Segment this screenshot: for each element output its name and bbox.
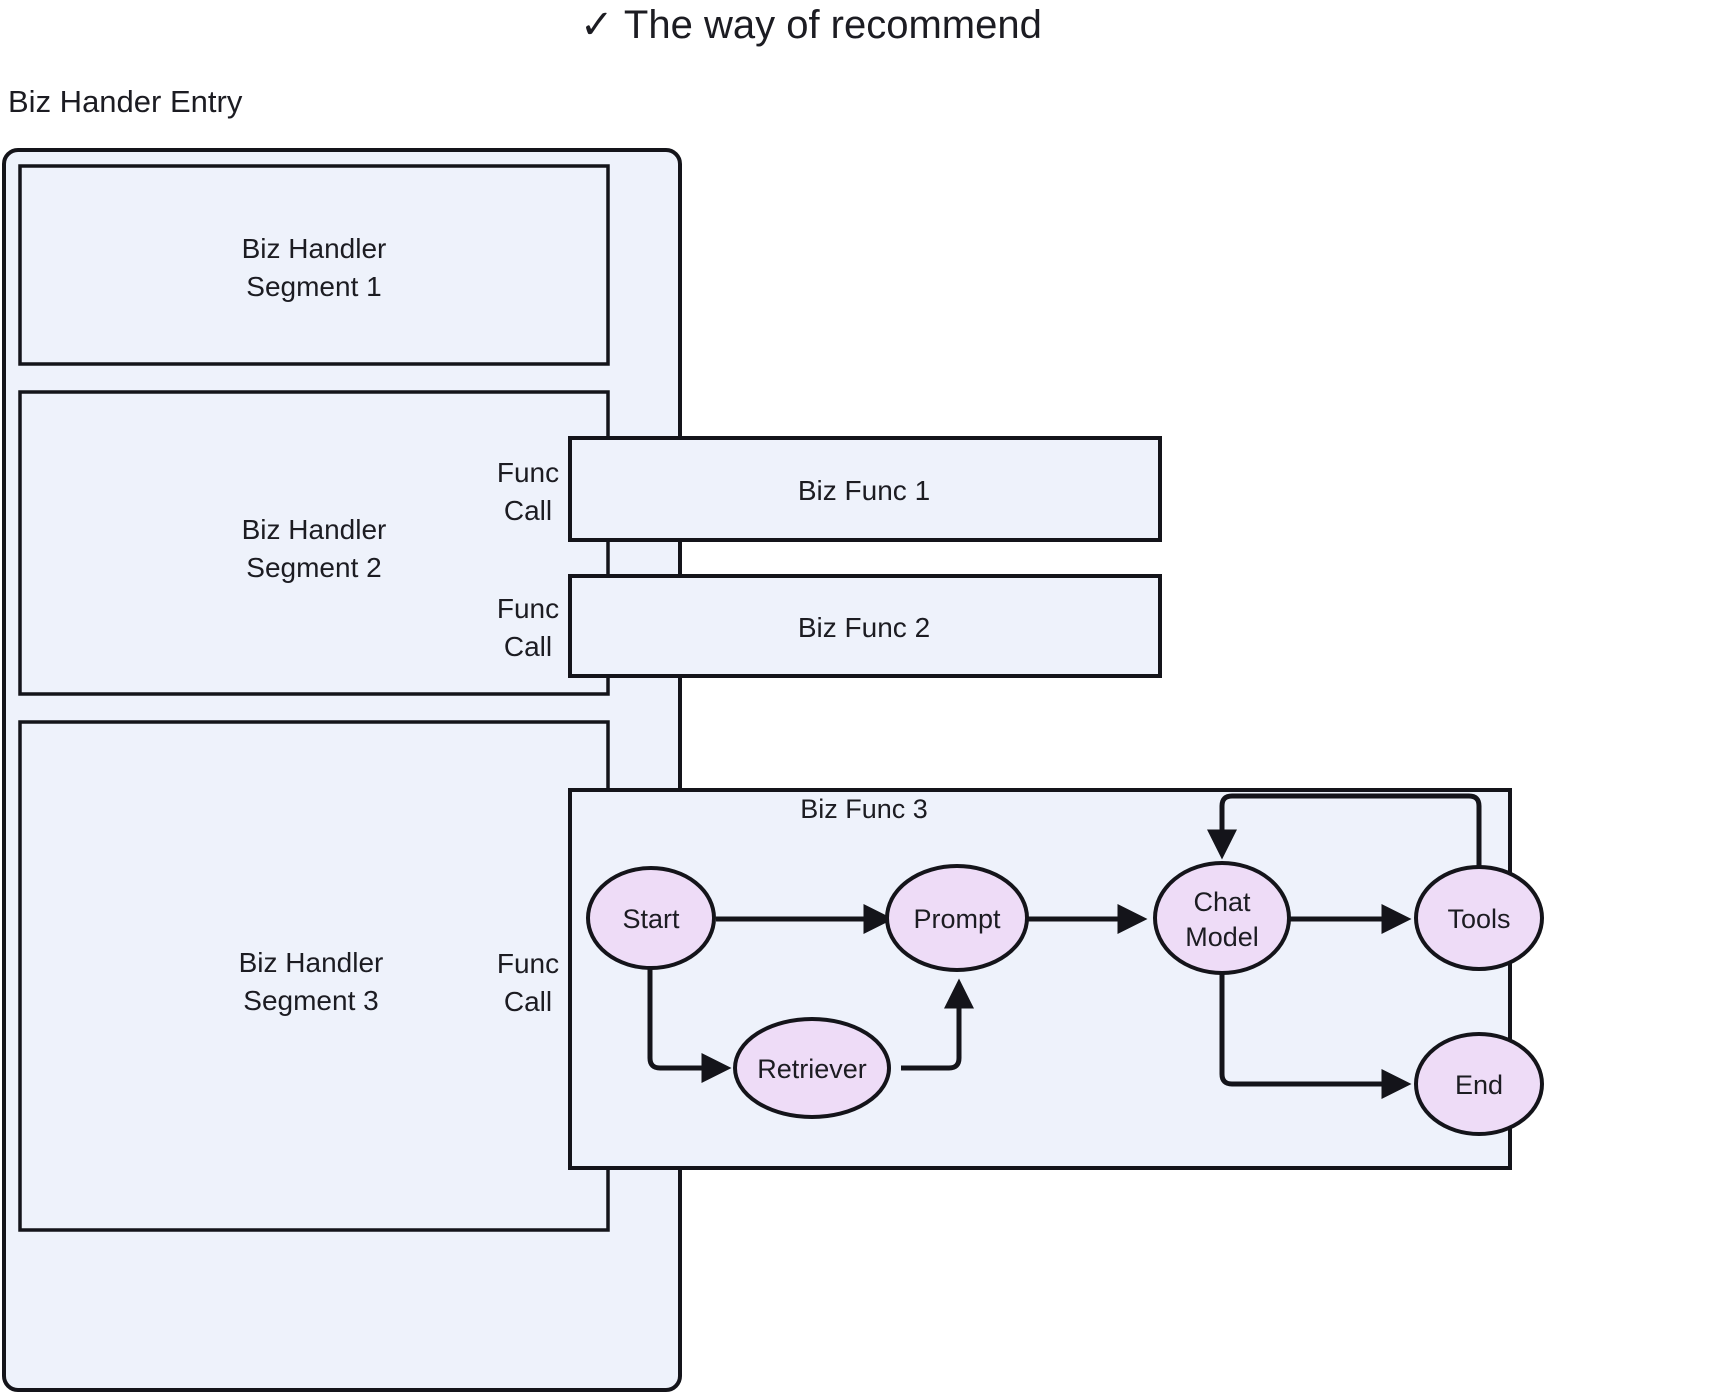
func-call-label-3-line2: Call — [504, 986, 552, 1017]
flow-node-start[interactable] — [586, 866, 716, 970]
edge-chatmodel-to-end — [1219, 974, 1412, 1099]
edge-retriever-to-prompt — [901, 978, 974, 1071]
biz-func-3-box[interactable] — [568, 788, 1512, 1170]
flow-node-retriever[interactable] — [733, 1017, 891, 1119]
page-title: ✓ The way of recommend — [580, 3, 1042, 47]
flow-node-tools[interactable] — [1414, 865, 1544, 971]
biz-func-1-box[interactable] — [568, 436, 1162, 542]
biz-func-1-label: Biz Func 1 — [798, 475, 930, 506]
biz-func-3-label: Biz Func 3 — [800, 794, 928, 824]
segment-2-label-line1: Biz Handler — [242, 514, 387, 545]
flow-node-prompt-label: Prompt — [913, 904, 1001, 934]
segment-3-label-line1: Biz Handler — [239, 947, 384, 978]
flow-node-chat-model[interactable] — [1153, 861, 1291, 975]
segment-1-box[interactable] — [18, 164, 610, 366]
flow-node-start-label: Start — [622, 904, 680, 934]
func-call-label-2-line1: Func — [497, 593, 559, 624]
entry-label: Biz Hander Entry — [8, 84, 243, 119]
func-call-label-1-line1: Func — [497, 457, 559, 488]
segment-1-label-line1: Biz Handler — [242, 233, 387, 264]
flow-node-end-label: End — [1455, 1070, 1503, 1100]
biz-func-2-label: Biz Func 2 — [798, 612, 930, 643]
flow-node-chat-model-label-line2: Model — [1185, 922, 1259, 952]
flow-node-prompt[interactable] — [885, 864, 1029, 972]
func-call-label-2-line2: Call — [504, 631, 552, 662]
segment-3-box[interactable] — [18, 720, 610, 1232]
func-call-label-3-line1: Func — [497, 948, 559, 979]
segment-3-label-line2: Segment 3 — [243, 985, 378, 1016]
biz-func-2-box[interactable] — [568, 574, 1162, 678]
flow-node-chat-model-label-line1: Chat — [1193, 887, 1251, 917]
edge-start-to-retriever — [647, 966, 732, 1083]
segment-2-label-line2: Segment 2 — [246, 552, 381, 583]
segment-1-label-line2: Segment 1 — [246, 271, 381, 302]
segment-2-box[interactable] — [18, 390, 610, 696]
flow-node-retriever-label: Retriever — [757, 1054, 867, 1084]
edge-tools-to-chatmodel — [1207, 793, 1482, 868]
func-call-label-1-line2: Call — [504, 495, 552, 526]
flow-node-end[interactable] — [1414, 1032, 1544, 1136]
flow-node-tools-label: Tools — [1447, 904, 1510, 934]
